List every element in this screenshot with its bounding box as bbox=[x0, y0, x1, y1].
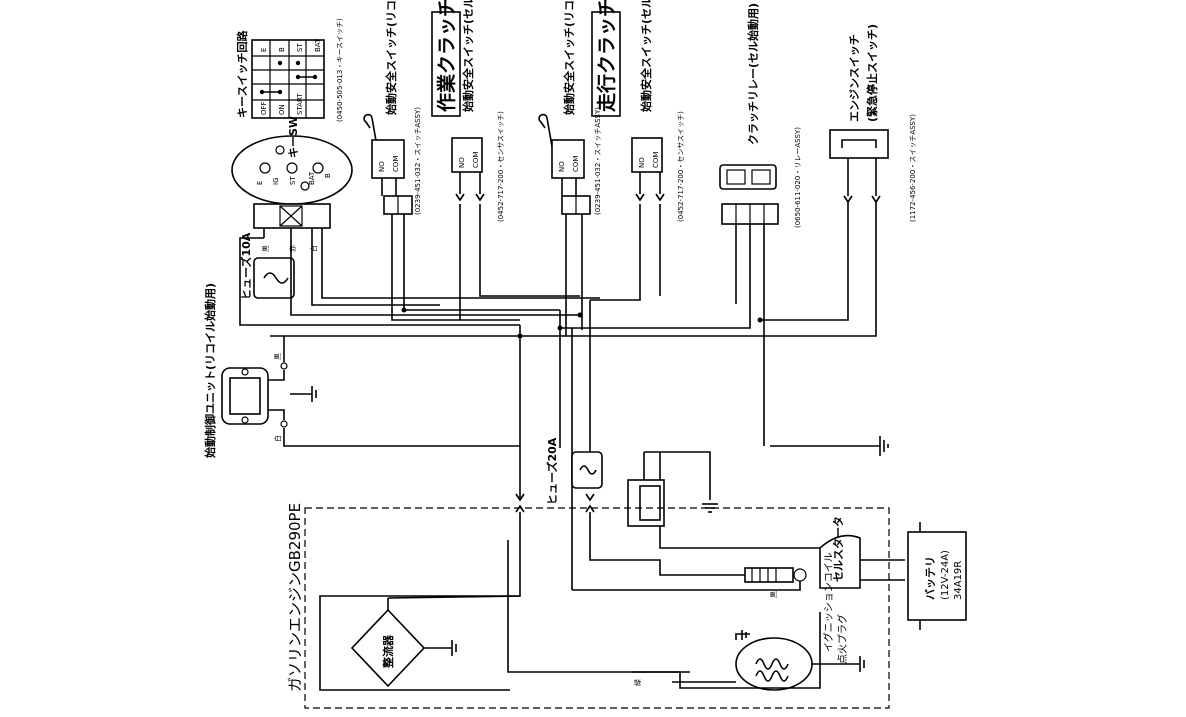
sw-travel-mech-part: (0239-451-032・スイッチASSY) bbox=[594, 107, 602, 215]
ignition-coil-label: イグニッションコイル bbox=[822, 552, 835, 652]
engine-label: ガソリンエンジンGB290PE bbox=[286, 503, 304, 692]
svg-text:黒: 黒 bbox=[274, 353, 282, 360]
battery-spec2: 34A19R bbox=[953, 561, 964, 600]
sw-work-elec-part: (0452-717-200・センサスイッチ) bbox=[497, 111, 505, 222]
key-table-col-st: ST bbox=[296, 43, 304, 52]
banner-work-clutch: 作業クラッチ側 bbox=[431, 0, 461, 117]
rectifier bbox=[350, 598, 457, 688]
svg-text:NO: NO bbox=[638, 157, 646, 168]
key-term-st: ST bbox=[289, 176, 297, 185]
sw-travel-mech-title: 始動安全スイッチ(リコイル始動用) bbox=[562, 0, 576, 115]
key-term-bat: BAT bbox=[308, 171, 316, 185]
clutch-relay-title: クラッチリレー(セル始動用) bbox=[746, 3, 760, 145]
svg-text:緑: 緑 bbox=[633, 679, 642, 686]
key-term-b: B bbox=[324, 173, 332, 178]
harness-upper bbox=[239, 202, 880, 590]
sw-work-elec: NO COM bbox=[451, 137, 485, 202]
svg-text:COM: COM bbox=[572, 156, 580, 172]
battery-spec1: (12V-24A) bbox=[940, 550, 951, 600]
banner-work-clutch-text: 作業クラッチ側 bbox=[435, 0, 458, 112]
harness-engine bbox=[319, 512, 905, 691]
clutch-relay-part: (0650-611-020・リレーASSY) bbox=[794, 127, 802, 228]
fuse-20a-label: ヒューズ20A bbox=[545, 437, 559, 505]
banner-travel-clutch-text: 走行クラッチ側 bbox=[595, 0, 618, 112]
engine-switch-subtitle: (緊急停止スイッチ) bbox=[865, 24, 879, 122]
rectifier-label: 整流器 bbox=[381, 634, 395, 669]
key-switch-title: キースイッチ回路 bbox=[235, 30, 249, 118]
sw-work-mech-title: 始動安全スイッチ(リコイル始動用) bbox=[384, 0, 398, 115]
key-switch-connector: 黒 赤 白 bbox=[253, 203, 331, 252]
boundary-connectors bbox=[515, 493, 595, 513]
key-sw-label: キーSW bbox=[287, 116, 300, 158]
key-switch-part-no: (0450-505-013・キースイッチ) bbox=[336, 18, 344, 122]
key-term-e: E bbox=[256, 181, 264, 185]
battery-label: バッテリ bbox=[924, 556, 937, 600]
key-table-col-b: B bbox=[278, 47, 286, 52]
svg-text:白: 白 bbox=[309, 245, 318, 252]
battery bbox=[907, 522, 967, 630]
svg-text:黒: 黒 bbox=[262, 245, 270, 252]
engine-switch-title: エンジンスイッチ bbox=[848, 34, 861, 122]
svg-text:NO: NO bbox=[558, 161, 566, 172]
banner-travel-clutch: 走行クラッチ側 bbox=[591, 0, 621, 117]
fuse-20a bbox=[571, 451, 603, 489]
ground-symbol-1 bbox=[879, 436, 889, 456]
starter-label: セルスタータ bbox=[832, 516, 845, 582]
ignition-coil bbox=[735, 630, 865, 691]
clutch-relay bbox=[719, 164, 779, 225]
key-table-row-start: START bbox=[296, 93, 304, 115]
sw-travel-elec: NO COM bbox=[631, 137, 665, 202]
sw-work-mech: NO COM bbox=[363, 113, 413, 215]
svg-text:赤: 赤 bbox=[289, 245, 297, 252]
engine-switch-part: (1172-456-200・スイッチASSY) bbox=[909, 114, 917, 222]
fuse-10a-label: ヒューズ10A bbox=[239, 232, 253, 300]
engine-boundary bbox=[304, 507, 890, 709]
svg-text:COM: COM bbox=[652, 152, 660, 168]
sw-work-elec-title: 始動安全スイッチ(セル始動用) bbox=[461, 0, 475, 112]
svg-text:COM: COM bbox=[392, 156, 400, 172]
sw-travel-elec-title: 始動安全スイッチ(セル始動用) bbox=[639, 0, 653, 112]
svg-text:黒: 黒 bbox=[770, 591, 778, 598]
fuse-10a bbox=[253, 257, 295, 299]
key-switch-table: OFF ON START E B ST BAT bbox=[251, 38, 325, 119]
key-table-row-off: OFF bbox=[260, 101, 268, 115]
spark-plug-label: 点火プラグ bbox=[836, 614, 849, 664]
starter-relay bbox=[627, 451, 718, 527]
key-table-col-bat: BAT bbox=[314, 38, 322, 52]
svg-text:NO: NO bbox=[458, 157, 466, 168]
key-table-col-e: E bbox=[260, 48, 268, 52]
key-table-row-on: ON bbox=[278, 104, 286, 115]
svg-text:NO: NO bbox=[378, 161, 386, 172]
sw-travel-mech: NO COM bbox=[538, 113, 591, 215]
sw-work-mech-part: (0239-451-032・スイッチASSY) bbox=[414, 107, 422, 215]
start-control-unit: 黒 白 bbox=[221, 336, 520, 447]
svg-text:白: 白 bbox=[273, 435, 282, 442]
svg-text:COM: COM bbox=[472, 152, 480, 168]
key-term-ig: IG bbox=[272, 178, 280, 186]
engine-switch bbox=[829, 129, 889, 204]
start-control-title: 始動制御ユニット(リコイル始動用) bbox=[203, 283, 217, 458]
sw-travel-elec-part: (0452-717-200・センサスイッチ) bbox=[677, 111, 685, 222]
